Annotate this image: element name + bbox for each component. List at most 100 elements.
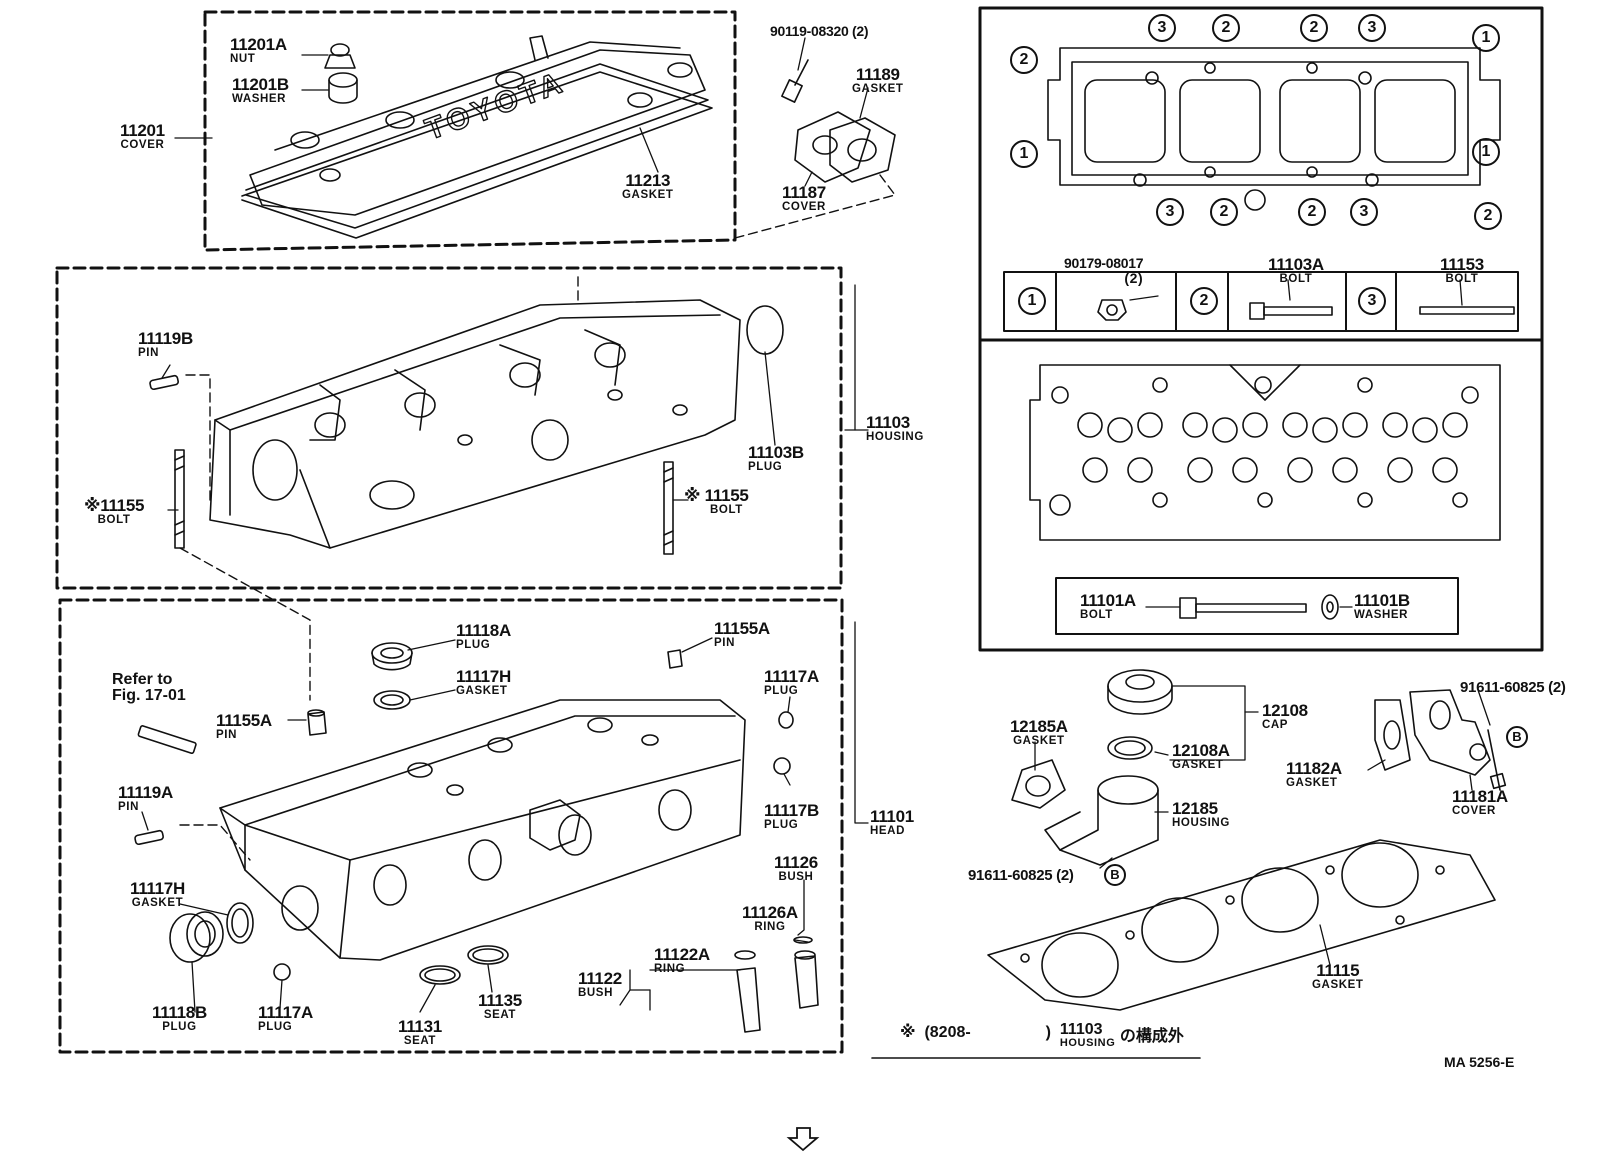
marker-1: 1 (1472, 138, 1500, 166)
marker-3: 3 (1350, 198, 1378, 226)
plug-11118b-shape (169, 911, 224, 963)
cover-11181a-shape (1409, 689, 1491, 776)
cylinder-head-shape (219, 699, 746, 961)
connector-dashes (179, 174, 896, 861)
nut-90179-shape (1097, 299, 1127, 321)
marker-1: 1 (1018, 287, 1046, 315)
marker-3: 3 (1148, 14, 1176, 42)
callout-90179-08017: 90179-08017(2) (1064, 255, 1144, 286)
manifold-gasket-box (978, 6, 1544, 652)
housing-12185-shape (1044, 775, 1159, 866)
housing-group-box (55, 266, 843, 590)
bolt-table (1003, 271, 1519, 332)
marker-2: 2 (1010, 46, 1038, 74)
head-cover-shape (241, 35, 713, 239)
marker-3: 3 (1358, 14, 1386, 42)
marker-b: B (1506, 726, 1528, 748)
marker-1: 1 (1010, 140, 1038, 168)
pin-11155a-top-shape (667, 649, 683, 669)
bolt-11101a-shape (1179, 597, 1307, 619)
seat-11135-shape (467, 945, 509, 965)
marker-3: 3 (1358, 287, 1386, 315)
marker-2: 2 (1474, 202, 1502, 230)
washer-shape (328, 72, 358, 104)
gasket-11117h-top-shape (373, 690, 411, 710)
plug-11103b-shape (746, 305, 784, 355)
bush-11126-shape (793, 936, 819, 1009)
bolt-11103a-shape (1249, 302, 1333, 320)
head-gasket-11115-shape (987, 839, 1496, 1011)
manifold-gasket-shape (1047, 47, 1501, 211)
pin-11155a-left-shape (307, 709, 327, 736)
plug-11117b-shape (773, 757, 791, 775)
gasket-11182a-shape (1374, 699, 1411, 771)
nut-shape (324, 43, 356, 69)
pin-11119b-shape (149, 374, 179, 391)
head-bolt-box (1055, 577, 1459, 635)
plug-11117a-bottom-shape (273, 963, 291, 981)
gasket-12108a-shape (1107, 736, 1153, 760)
bolt-91611-top-shape (1487, 729, 1507, 791)
marker-2: 2 (1300, 14, 1328, 42)
marker-2: 2 (1190, 287, 1218, 315)
marker-2: 2 (1298, 198, 1326, 226)
marker-3: 3 (1156, 198, 1184, 226)
plug-11118a-shape (371, 642, 413, 671)
cover-group-box (203, 10, 737, 252)
hollow-down-arrow-icon[interactable] (786, 1127, 820, 1152)
head-gasket-top-view-shape (1029, 364, 1501, 541)
marker-2: 2 (1210, 198, 1238, 226)
marker-b: B (1104, 864, 1126, 886)
stud-11155-left-shape (174, 449, 185, 549)
callout-91611-60825-bottom: 91611-60825 (2) (968, 867, 1074, 884)
head-group-box (58, 598, 844, 1054)
cap-12108-shape (1107, 669, 1173, 715)
bolt-90119-shape (781, 59, 809, 103)
cam-housing-shape (209, 299, 741, 549)
marker-1: 1 (1472, 24, 1500, 52)
bush-11122-shape (734, 950, 761, 1033)
side-cover-shape (794, 111, 871, 183)
gasket-12185a-shape (1011, 759, 1066, 809)
stud-11155-right-shape (663, 461, 674, 555)
plug-11117a-top-shape (778, 711, 794, 729)
callout-91611-60825-top: 91611-60825 (2) (1460, 679, 1566, 696)
